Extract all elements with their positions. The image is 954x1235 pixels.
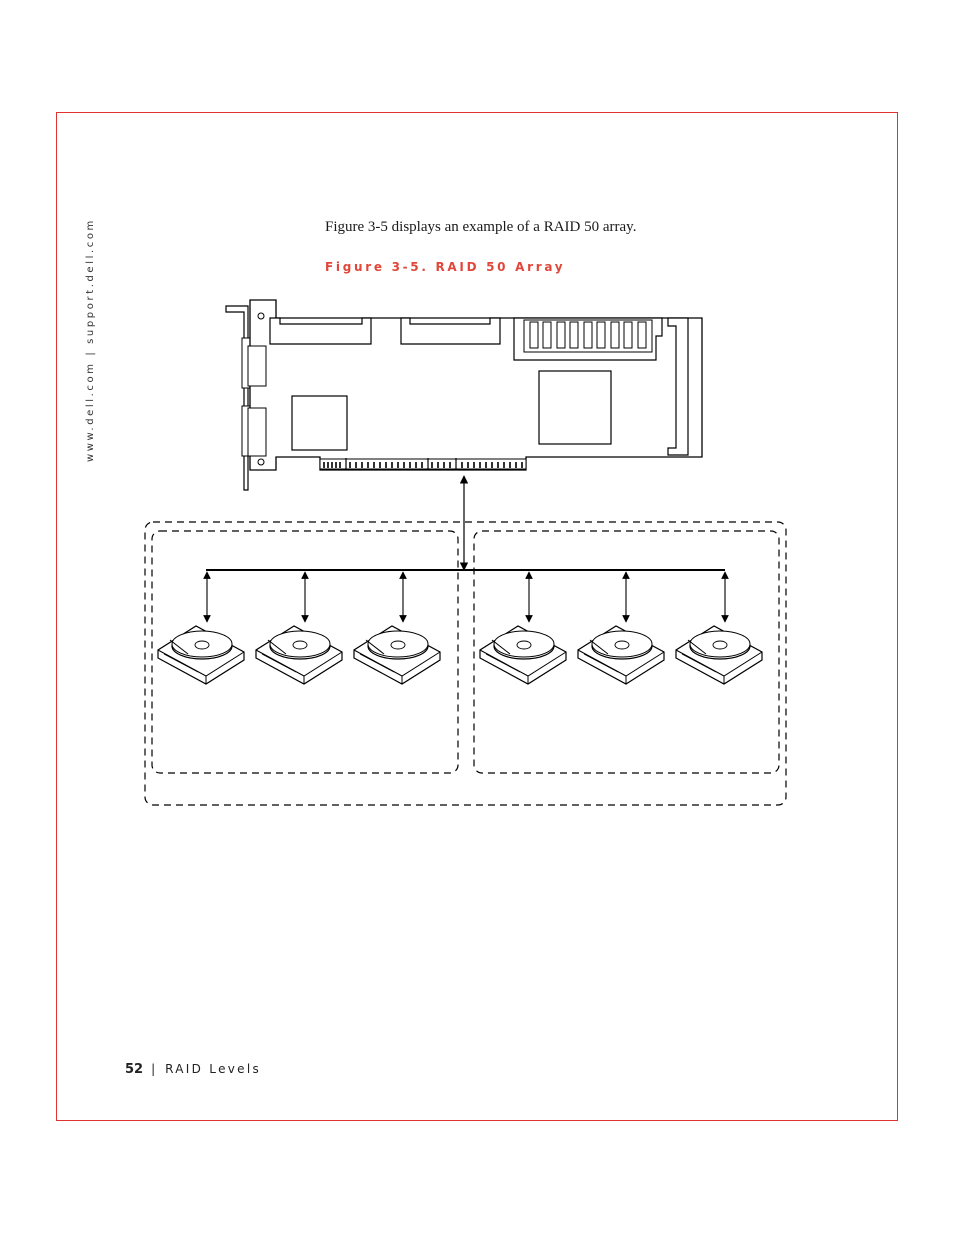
hard-disk-icon	[577, 625, 665, 685]
raid-5-set-2-outline	[473, 530, 780, 774]
hard-disk-icon	[157, 625, 245, 685]
hard-disk-icon	[255, 625, 343, 685]
page-footer: 52 | RAID Levels	[125, 1062, 261, 1077]
raid-controller-card	[225, 299, 703, 491]
hard-disk-icon	[353, 625, 441, 685]
footer-separator: |	[151, 1062, 156, 1076]
raid-5-set-1-outline	[151, 530, 459, 774]
page-frame	[56, 112, 898, 1121]
intro-text: Figure 3-5 displays an example of a RAID…	[325, 219, 637, 235]
figure-caption: Figure 3-5. RAID 50 Array	[325, 260, 566, 274]
section-title: RAID Levels	[165, 1062, 262, 1076]
hard-disk-icon	[479, 625, 567, 685]
disk-links	[203, 571, 729, 623]
page-number: 52	[125, 1062, 144, 1077]
hard-disk-icon	[675, 625, 763, 685]
